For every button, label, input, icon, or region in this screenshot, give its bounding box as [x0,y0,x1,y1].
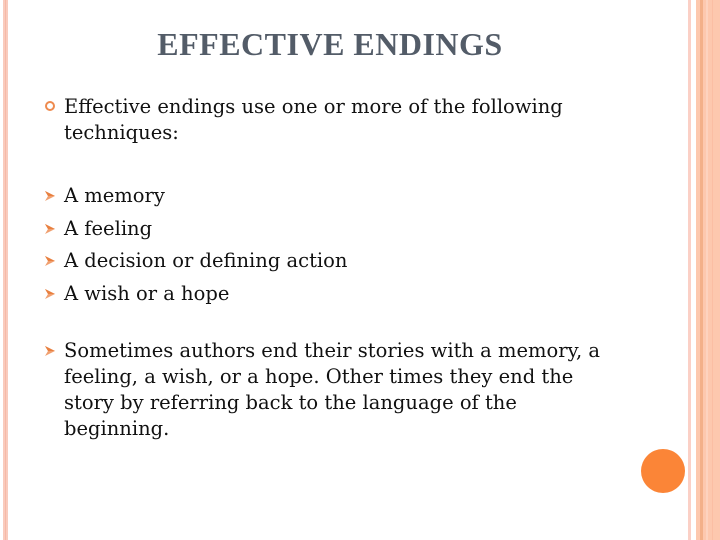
slide-title: EFFECTIVE ENDINGS [157,26,503,62]
right-decorative-band [696,0,720,540]
arrow-bullet-icon [45,223,55,234]
closing-text: Sometimes authors end their stories with… [64,339,601,440]
arrow-bullet-icon [45,191,55,201]
technique-text: A memory [64,184,165,207]
right-band-accent-line [712,0,713,540]
right-band-dark-line [700,0,703,540]
technique-text: A decision or defining action [64,249,348,272]
right-thin-stripe [688,0,691,540]
technique-item: A wish or a hope [45,281,625,307]
arrow-bullet-icon [45,256,55,266]
left-decorative-stripe [3,0,8,540]
technique-text: A wish or a hope [64,281,230,305]
arrow-bullet-icon [45,346,55,356]
intro-text: Effective endings use one or more of the… [64,95,563,144]
technique-item: A memory [45,183,625,209]
technique-item: A decision or defining action [45,248,625,274]
technique-item: A feeling [45,216,625,242]
closing-paragraph: Sometimes authors end their stories with… [45,338,604,442]
intro-bullet: Effective endings use one or more of the… [45,94,625,146]
slide-body: Effective endings use one or more of the… [45,94,625,442]
arrow-bullet-icon [45,288,55,299]
circle-bullet-icon [45,101,55,111]
technique-text: A feeling [64,216,153,240]
spacer [45,313,625,338]
orange-circle-decoration [641,449,685,493]
spacer [45,146,625,183]
right-band-light-line [706,0,708,540]
